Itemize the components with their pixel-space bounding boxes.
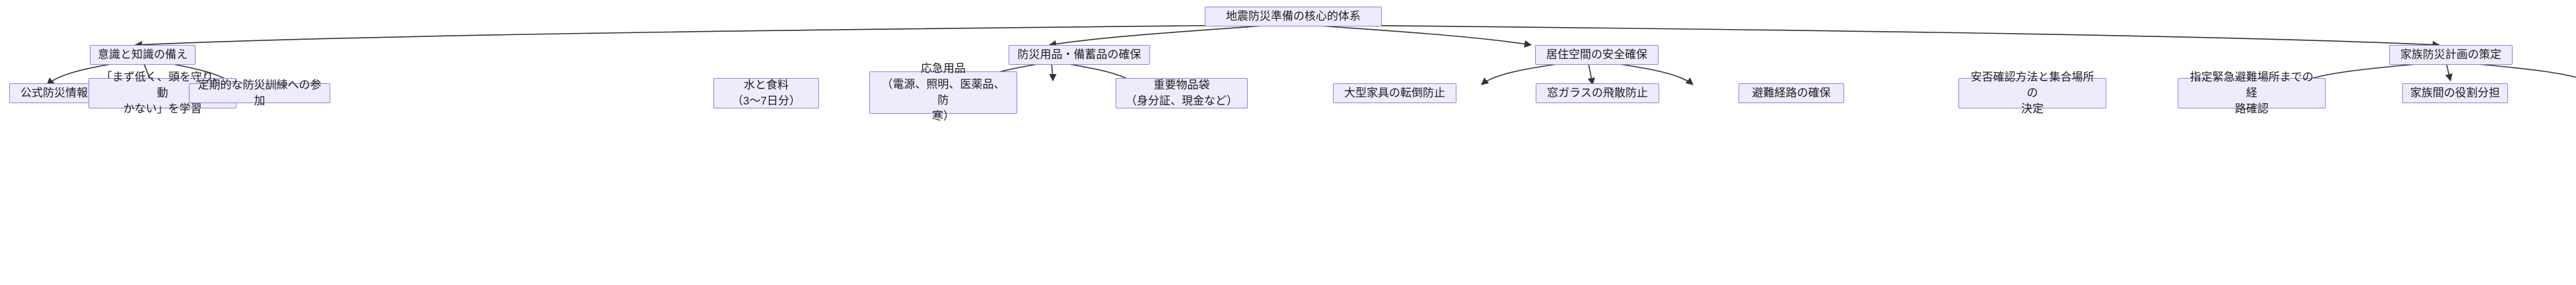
- edge-root-to-plan: [1331, 24, 2441, 49]
- edge-plan-to-shelter-route: [2445, 63, 2452, 82]
- node-leaf-window-glass[interactable]: 窓ガラスの飛散防止: [1536, 83, 1659, 103]
- node-leaf-valuables-bag[interactable]: 重要物品袋 （身分証、現金など）: [1116, 78, 1248, 108]
- node-leaf-shelter-route[interactable]: 指定緊急避難場所までの経 路確認: [2178, 71, 2326, 115]
- node-branch-awareness[interactable]: 意識と知識の備え: [90, 45, 196, 65]
- edge-space-to-evac-route: [1619, 63, 1694, 85]
- node-leaf-furniture[interactable]: 大型家具の転倒防止: [1333, 83, 1456, 103]
- node-leaf-safety-check[interactable]: 安否確認方法と集合場所の 決定: [1958, 71, 2106, 115]
- edge-plan-to-roles: [2477, 63, 2576, 78]
- node-leaf-emergency-items[interactable]: 応急用品 （電源、照明、医薬品、防 寒）: [869, 62, 1017, 122]
- node-leaf-drill[interactable]: 定期的な防災訓練への参加: [189, 79, 330, 107]
- edge-supplies-to-emergency-items: [1049, 63, 1057, 82]
- node-leaf-roles[interactable]: 家族間の役割分担: [2402, 83, 2508, 103]
- node-leaf-evac-route[interactable]: 避難経路の確保: [1738, 83, 1844, 103]
- node-root[interactable]: 地震防災準備の核心的体系: [1205, 7, 1382, 26]
- node-branch-plan[interactable]: 家族防災計画の策定: [2389, 45, 2513, 65]
- node-leaf-water-food[interactable]: 水と食料 （3〜7日分）: [713, 78, 819, 108]
- edge-root-to-awareness: [134, 24, 1252, 49]
- node-branch-space[interactable]: 居住空間の安全確保: [1535, 45, 1659, 65]
- edge-space-to-furniture: [1481, 63, 1557, 85]
- node-leaf-drop-cover[interactable]: 「まず低く、頭を守り、動 かない」を学習: [89, 71, 236, 115]
- edge-root-to-space: [1310, 24, 1532, 48]
- edge-root-to-supplies: [1048, 24, 1272, 48]
- node-branch-supplies[interactable]: 防災用品・備蓄品の確保: [1009, 45, 1150, 65]
- edge-space-to-window-glass: [1587, 63, 1595, 86]
